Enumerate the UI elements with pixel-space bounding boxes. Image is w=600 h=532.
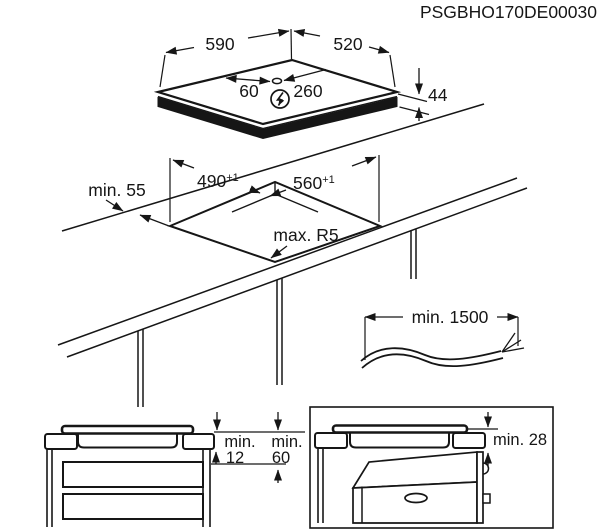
corner-radius-dimension-group: max. R5 bbox=[270, 225, 339, 259]
hob-depth-dimension: 520 bbox=[333, 34, 362, 54]
cabinet-legs bbox=[137, 229, 417, 407]
oven-body bbox=[351, 451, 491, 524]
hob-body-band bbox=[157, 96, 398, 140]
oven-side-panel bbox=[476, 451, 484, 524]
rear-clearance-dimension: min. 55 bbox=[88, 180, 145, 200]
hob-slab-section bbox=[60, 424, 195, 435]
mains-cable-diagram: min. 1500 bbox=[360, 307, 525, 369]
hob-recessed-body bbox=[77, 433, 178, 449]
model-number: PSGBHO170DE00030 bbox=[420, 2, 597, 22]
extension-line-back-corner bbox=[290, 28, 293, 60]
clearance-to-drawer-min-label: min. bbox=[271, 433, 302, 451]
oven-knob bbox=[482, 493, 491, 504]
hob-height-dimension: 44 bbox=[428, 85, 448, 105]
clearance-below-hob-value: 12 bbox=[226, 449, 244, 467]
power-connection-icon bbox=[270, 89, 290, 109]
oven-cross-section: min. 28 bbox=[309, 406, 554, 529]
worktop-front-edge-bottom bbox=[66, 187, 528, 358]
clearance-below-hob-min-label: min. bbox=[224, 433, 255, 451]
oven-handle bbox=[404, 492, 428, 504]
hob-isometric-view: 590 520 60 260 44 bbox=[153, 28, 448, 140]
cable-entry-position-group: 60 260 bbox=[225, 68, 327, 101]
drawer-front-lower bbox=[62, 493, 204, 520]
hob-width-dimension-group: 590 bbox=[165, 28, 290, 55]
hob-glass-edge bbox=[157, 95, 398, 130]
cable-offset-b-arrow bbox=[283, 68, 327, 82]
hob-glass-top bbox=[153, 58, 402, 126]
hob-depth-dimension-group: 520 bbox=[293, 29, 390, 54]
cable-offset-a-arrow bbox=[225, 74, 271, 85]
cutout-depth-dimension: 560+1 bbox=[293, 173, 335, 193]
worktop-front-edge-top bbox=[57, 177, 518, 346]
mains-cable bbox=[360, 332, 525, 369]
worktop-cutout-hole bbox=[167, 180, 383, 264]
cable-entry-point bbox=[271, 77, 283, 85]
worktop-cutout-view: 490+1 560+1 min. 55 max. R5 bbox=[57, 103, 528, 407]
detail-box-border bbox=[309, 406, 554, 529]
oven-clearance-dimension-group: min. 28 bbox=[467, 412, 547, 466]
cutout-width-dimension: 490+1 bbox=[197, 171, 239, 191]
oven-clearance-dimension: min. 28 bbox=[493, 431, 547, 449]
hob-height-dimension-group: 44 bbox=[397, 68, 448, 121]
cable-entry-offset-a: 60 bbox=[239, 81, 259, 101]
cable-entry-offset-b: 260 bbox=[293, 81, 322, 101]
extension-line-left bbox=[159, 54, 166, 88]
cutout-width-dimension-group: 490+1 bbox=[169, 158, 261, 222]
extension-line-right bbox=[389, 54, 396, 88]
drawer-front-upper bbox=[62, 461, 204, 488]
cable-length-dimension: min. 1500 bbox=[412, 307, 489, 327]
hob-slab-section-2 bbox=[331, 424, 469, 434]
hob-recessed-body-2 bbox=[349, 433, 450, 449]
clearance-to-drawer-value: 60 bbox=[272, 449, 290, 467]
corner-radius-dimension: max. R5 bbox=[273, 225, 338, 245]
worktop-rear-edge bbox=[61, 103, 485, 232]
worktop-section-left bbox=[44, 433, 78, 450]
worktop-section-left-2 bbox=[314, 432, 348, 449]
worktop-section-right-2 bbox=[452, 432, 486, 449]
hob-width-dimension: 590 bbox=[205, 34, 234, 54]
cutout-depth-dimension-group: 560+1 bbox=[269, 155, 380, 222]
rear-clearance-dimension-group: min. 55 bbox=[88, 180, 170, 227]
clearance-dimensions-group: min. 12 min. 60 bbox=[211, 412, 305, 483]
worktop-section-right bbox=[182, 433, 215, 450]
cabinet-cross-section: min. 12 min. 60 bbox=[44, 412, 305, 527]
